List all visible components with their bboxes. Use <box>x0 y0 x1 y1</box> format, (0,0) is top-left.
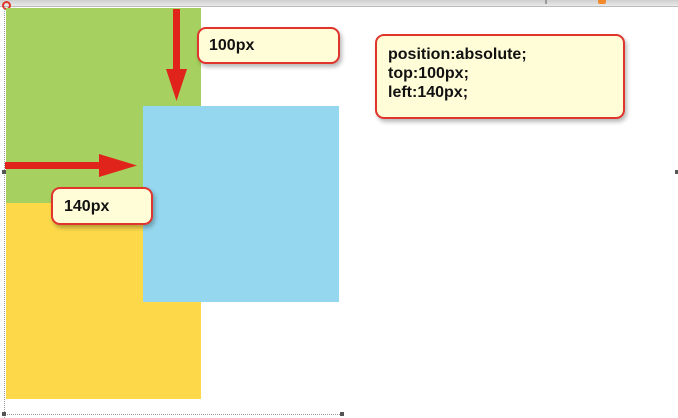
resize-handle-left[interactable] <box>2 170 6 174</box>
resize-handle-bottom-left[interactable] <box>2 412 6 416</box>
top-bar-orange-marker <box>598 0 606 4</box>
css-rule-callout: position:absolute; top:100px; left:140px… <box>375 34 625 119</box>
css-line-top: top:100px; <box>388 65 469 82</box>
left-offset-callout: 140px <box>51 187 153 225</box>
resize-handle-bottom[interactable] <box>340 412 344 416</box>
top-offset-callout: 100px <box>197 27 340 64</box>
left-offset-label: 140px <box>64 198 110 215</box>
top-bar-tick <box>545 0 547 4</box>
bottom-guide-line <box>4 414 344 415</box>
resize-handle-right[interactable] <box>675 170 678 174</box>
window-top-bar <box>0 0 678 7</box>
left-guide-line <box>4 6 5 418</box>
blue-box-positioned <box>143 106 339 302</box>
top-offset-label: 100px <box>209 37 255 54</box>
css-line-left: left:140px; <box>388 84 469 101</box>
css-line-position: position:absolute; <box>388 46 527 63</box>
